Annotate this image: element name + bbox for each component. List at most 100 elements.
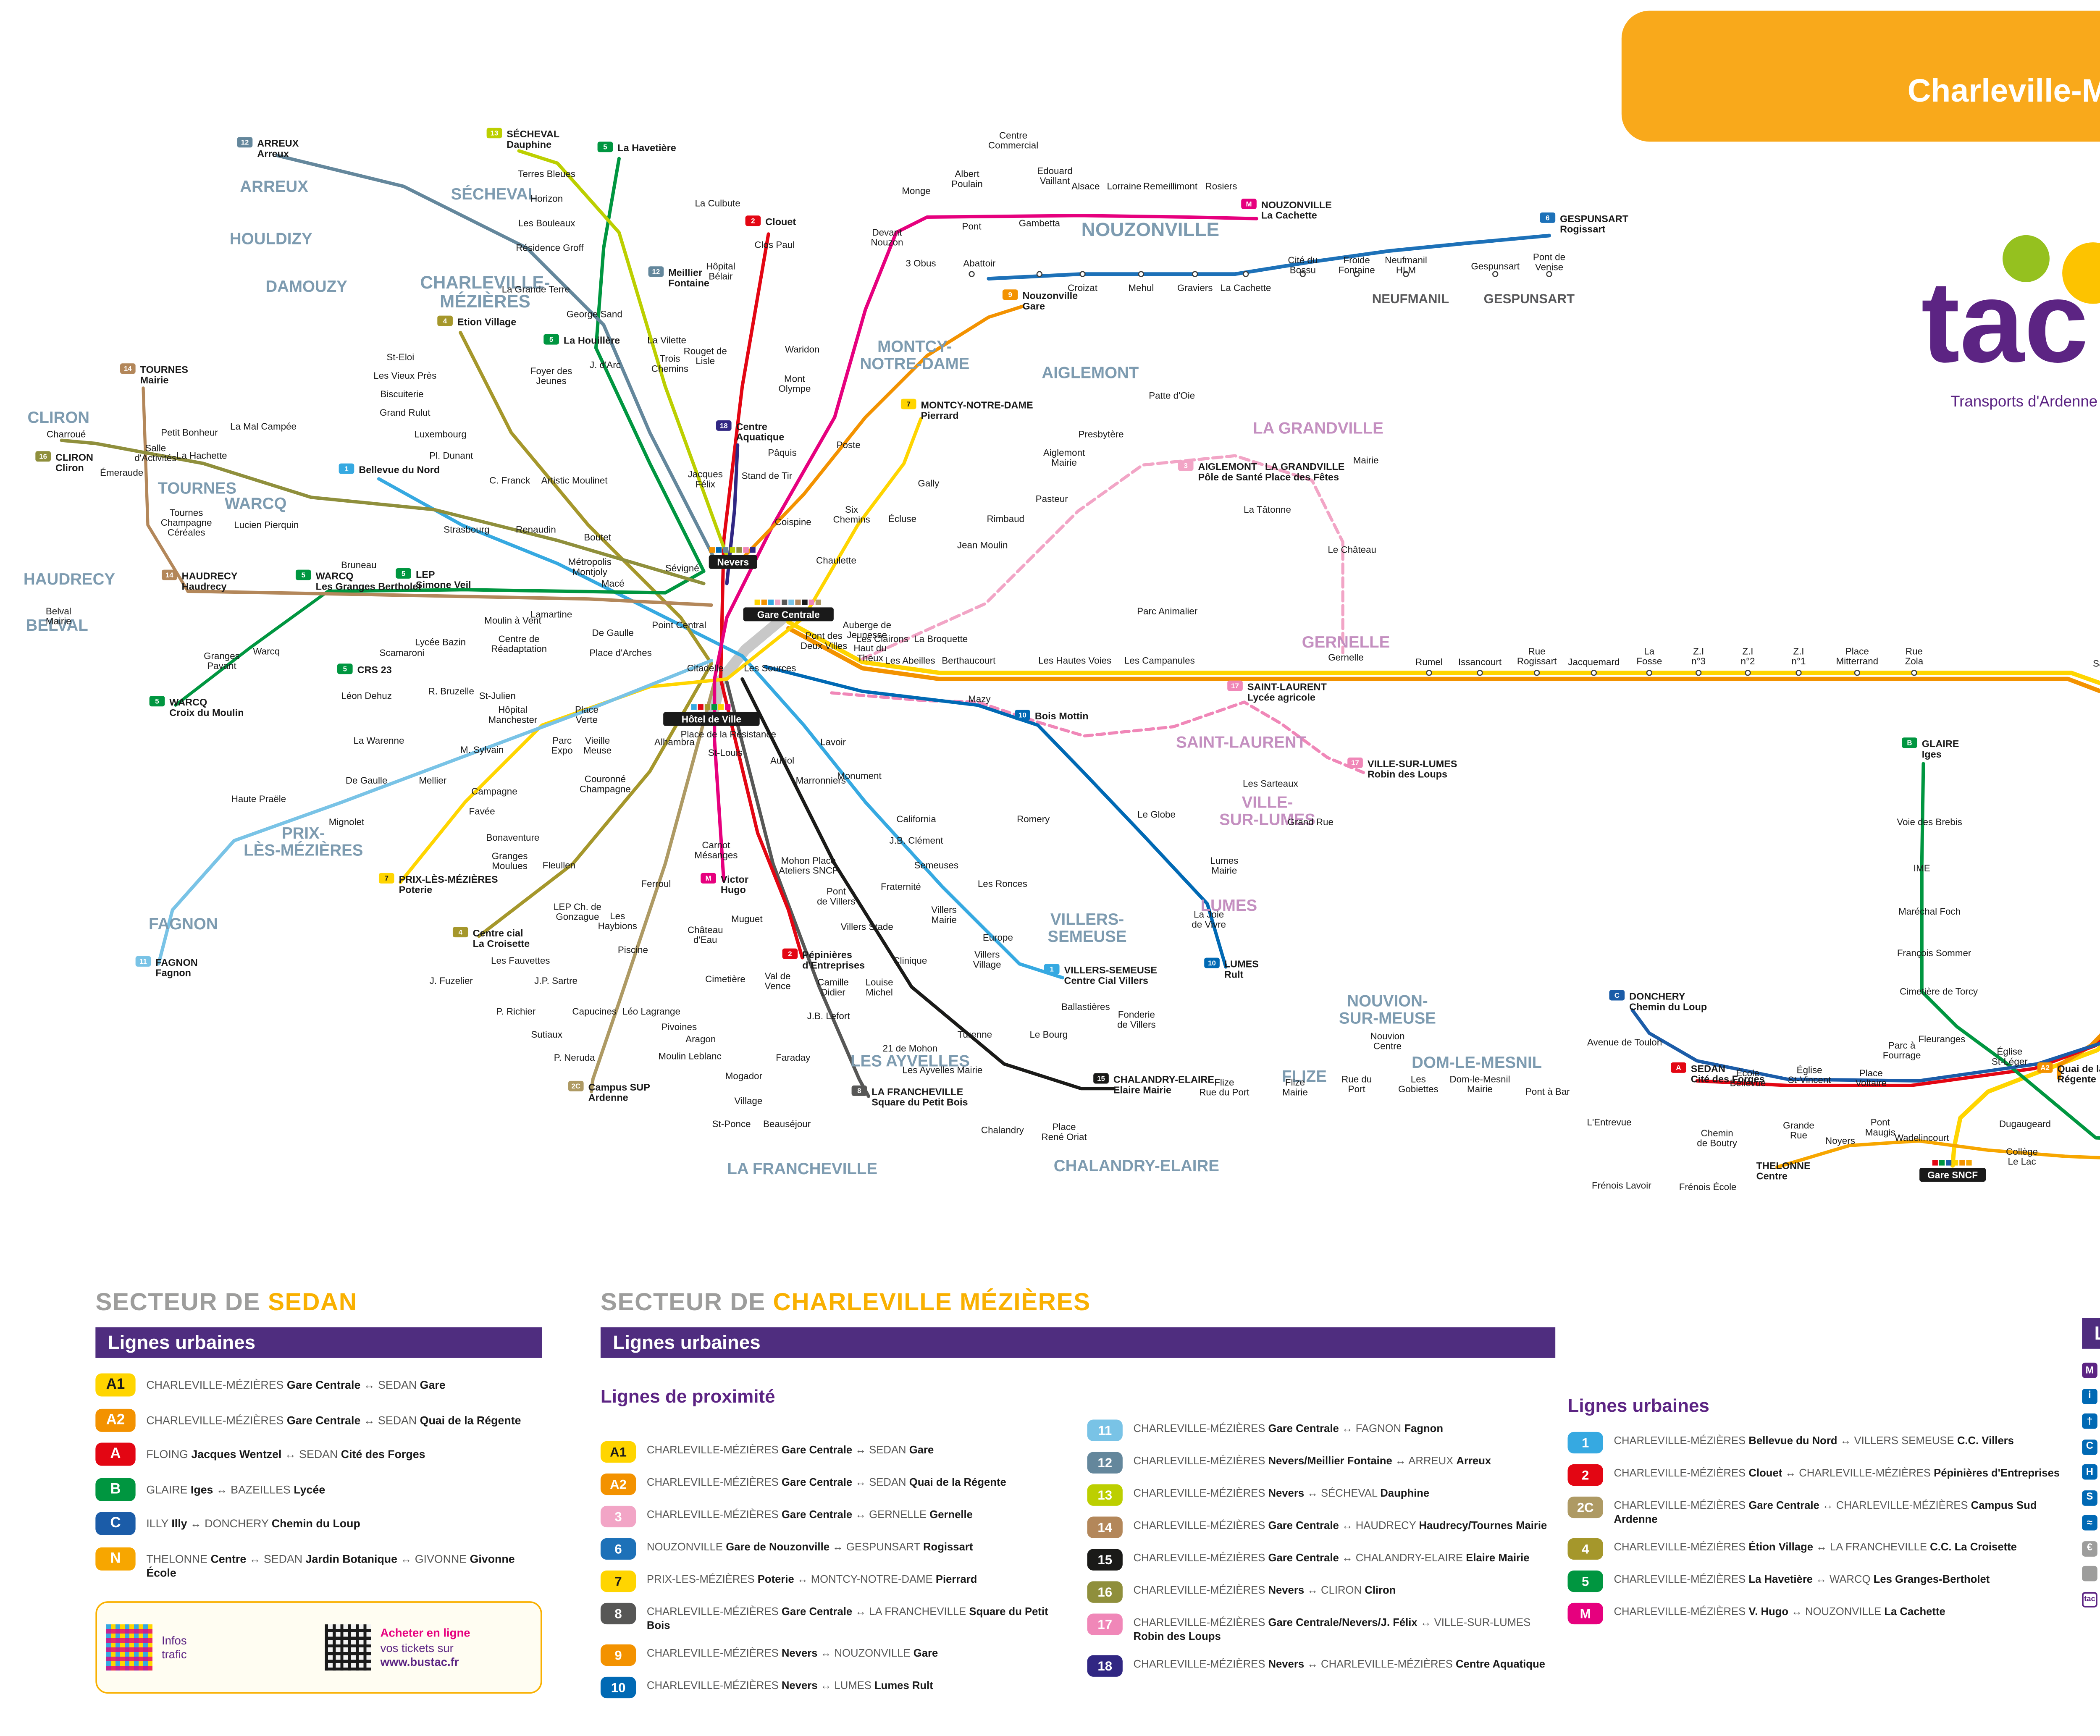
svg-text:Terres Bleues: Terres Bleues [518, 169, 575, 179]
svg-text:Jean Moulin: Jean Moulin [957, 540, 1008, 550]
legend-item-sports-facility: SÉquipement sportif [2082, 1489, 2100, 1505]
infos-trafic-label: Infos trafic [162, 1634, 187, 1663]
map-stop-label: Saint-Albert [2093, 658, 2100, 669]
legend-title-bar: Légende [2082, 1318, 2100, 1349]
map-stop-label: J.B. Lefort [807, 1011, 850, 1021]
logo-tagline: Transports d'Ardenne Métropole [1950, 394, 2100, 411]
map-stop-label: Aragon [685, 1034, 716, 1044]
svg-text:Mehul: Mehul [1128, 283, 1154, 293]
map-area-label: VILLERS-SEMEUSE [1047, 910, 1126, 946]
map-stop-label: Les Vieux Près [373, 370, 436, 381]
route-line-M [713, 214, 1258, 883]
legend-panel: Légende MMairieiOffice du Tourisme†Lieu … [2082, 1318, 2100, 1617]
route-line-2C [589, 680, 717, 1094]
map-stop-label: Alsace [1071, 181, 1100, 191]
svg-text:J. d'Arc: J. d'Arc [590, 359, 621, 370]
route-description: PRIX-LES-MÉZIÈRES Poterie ↔ MONTCY-NOTRE… [646, 1574, 977, 1585]
svg-text:Berthaucourt: Berthaucourt [942, 655, 996, 666]
map-stop-label: Grand Rulut [380, 407, 430, 418]
sector-title-main: SEDAN [268, 1290, 357, 1316]
svg-text:WARCQ: WARCQ [225, 495, 287, 513]
svg-text:7: 7 [385, 874, 388, 882]
legend-item-other-facility: Autre équipement [2082, 1566, 2100, 1581]
svg-text:M: M [706, 874, 711, 882]
map-area-label: SÉCHEVAL [451, 185, 538, 203]
map-area-label: GESPUNSART [1484, 291, 1575, 306]
svg-text:8: 8 [857, 1087, 861, 1095]
map-stop-label: Point Central [652, 620, 706, 630]
svg-text:P. Neruda: P. Neruda [554, 1052, 595, 1063]
svg-text:Lorraine: Lorraine [1107, 181, 1142, 191]
map-stop-label: Poste [837, 440, 861, 450]
tac-agency-icon: tac [2082, 1591, 2097, 1607]
svg-text:Scamaroni: Scamaroni [380, 648, 425, 658]
map-stop-label: Waridon [785, 344, 819, 355]
route-description: CHARLEVILLE-MÉZIÈRES Nevers/Meillier Fon… [1133, 1455, 1491, 1467]
map-stop-label: Grand Rue [1288, 817, 1334, 827]
map-stop-label: George Sand [567, 309, 622, 319]
svg-text:Ferroul: Ferroul [641, 878, 671, 889]
svg-text:VILLERS-SEMEUSE: VILLERS-SEMEUSE [1047, 910, 1126, 946]
svg-text:Émeraude: Émeraude [100, 467, 143, 478]
svg-text:Haute Praële: Haute Praële [231, 794, 286, 804]
map-area-label: CHARLEVILLE-MÉZIÈRES [420, 273, 550, 311]
map-area-label: PRIX-LÈS-MÉZIÈRES [244, 824, 363, 860]
svg-text:Semeuses: Semeuses [914, 860, 958, 871]
svg-text:Gally: Gally [918, 478, 940, 489]
line-badge-9: 9 [600, 1644, 636, 1666]
svg-text:Mogador: Mogador [725, 1071, 763, 1081]
map-stop-label: Place de la Résistance [681, 729, 776, 740]
line-badge-18: 18 [1087, 1655, 1123, 1676]
svg-text:Petit Bonheur: Petit Bonheur [161, 427, 218, 438]
svg-text:Cimetière: Cimetière [705, 974, 746, 984]
map-stop-label: Luxembourg [414, 429, 466, 439]
map-stop-label: Wadelincourt [1895, 1133, 1949, 1143]
line-badge-16: 16 [1087, 1581, 1123, 1602]
svg-text:Renaudin: Renaudin [516, 524, 556, 535]
map-stop-label: Graviers [1177, 283, 1213, 293]
svg-text:HAUDRECY: HAUDRECY [24, 570, 115, 588]
svg-text:10: 10 [1018, 711, 1026, 719]
map-stop-label: Rosiers [1205, 181, 1237, 191]
svg-text:Pivoines: Pivoines [662, 1022, 697, 1032]
map-stop-label: Écluse [888, 514, 916, 524]
svg-text:9: 9 [1008, 291, 1012, 299]
svg-text:Macé: Macé [601, 578, 625, 589]
svg-text:St-Eloi: St-Eloi [386, 352, 414, 362]
svg-text:George Sand: George Sand [567, 309, 622, 319]
svg-text:A: A [1676, 1064, 1681, 1072]
route-line-5 [326, 157, 706, 595]
